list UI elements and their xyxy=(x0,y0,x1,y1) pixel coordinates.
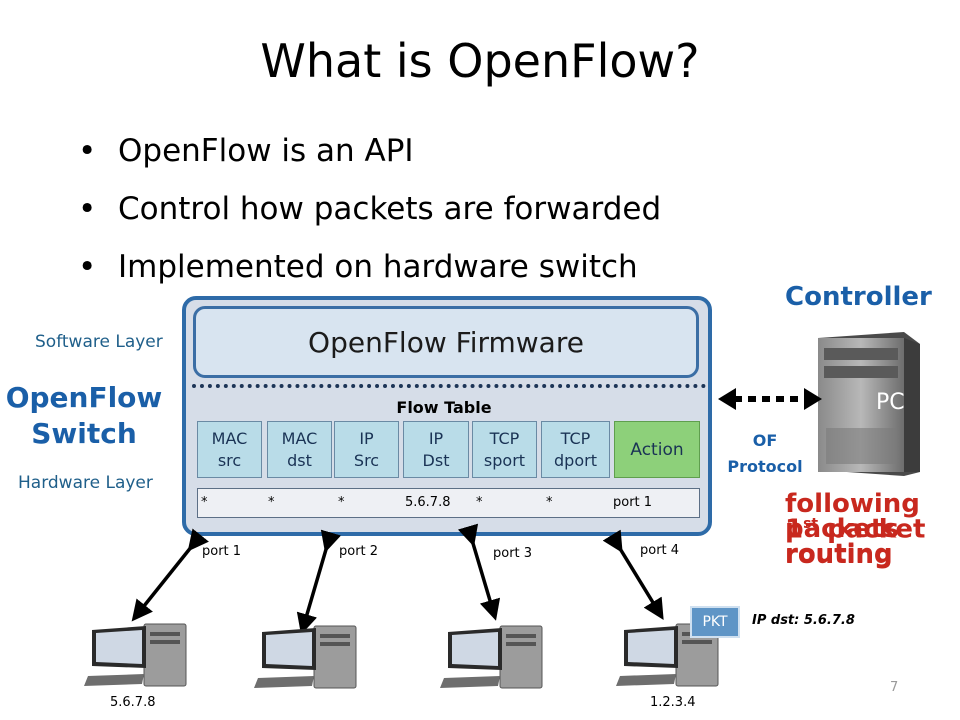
following-packets-text: following packets routing xyxy=(785,489,920,569)
openflow-switch-label: OpenFlow Switch xyxy=(0,380,168,452)
bullet-item: OpenFlow is an API xyxy=(78,122,661,180)
pc-label: PC xyxy=(876,390,905,415)
host-ip-right: 1.2.3.4 xyxy=(650,695,696,710)
rule-cell: 5.6.7.8 xyxy=(405,495,451,510)
of-protocol-arrow xyxy=(718,388,822,410)
of-protocol-line: OF xyxy=(752,431,778,450)
computer-icon xyxy=(84,623,187,687)
link-arrow-1 xyxy=(131,528,209,622)
bullet-list: OpenFlow is an API Control how packets a… xyxy=(78,122,661,296)
slide-title: What is OpenFlow? xyxy=(260,34,700,88)
of-protocol-label: OF Protocol xyxy=(718,428,812,480)
link-arrow-3 xyxy=(457,523,501,621)
host-ip-left: 5.6.7.8 xyxy=(110,695,156,710)
firmware-label: OpenFlow Firmware xyxy=(308,325,584,359)
rule-cell: * xyxy=(268,495,275,510)
field-ip-src: IP Src xyxy=(334,421,399,478)
following-line: packets xyxy=(785,514,899,544)
field-tcp-dport: TCP dport xyxy=(541,421,610,478)
computer-icon xyxy=(254,625,357,689)
switch-label-line: Switch xyxy=(31,417,137,450)
port-label: port 3 xyxy=(493,546,533,561)
first-packet-line: 1st packet xyxy=(785,512,925,543)
port-label: port 2 xyxy=(339,544,379,559)
rule-cell: port 1 xyxy=(613,495,653,510)
rule-cell: * xyxy=(476,495,483,510)
packet-ip-dst: IP dst: 5.6.7.8 xyxy=(752,613,855,628)
following-line: routing xyxy=(785,539,893,569)
first-packet-sup: st xyxy=(803,516,819,532)
bullet-item: Control how packets are forwarded xyxy=(78,180,661,238)
packet-label: PKT xyxy=(702,614,728,630)
flow-rule-row: * * * 5.6.7.8 * * port 1 xyxy=(197,488,700,518)
rule-cell: * xyxy=(201,495,208,510)
layer-divider xyxy=(192,384,706,388)
computer-icon xyxy=(440,625,543,689)
field-mac-src: MAC src xyxy=(197,421,262,478)
software-layer-label: Software Layer xyxy=(35,332,163,352)
port-label: port 1 xyxy=(202,544,242,559)
controller-label: Controller xyxy=(785,282,932,312)
server-icon xyxy=(818,332,920,476)
flow-table-title: Flow Table xyxy=(396,398,492,417)
bullet-item: Implemented on hardware switch xyxy=(78,238,661,296)
field-action: Action xyxy=(614,421,700,478)
following-line: following xyxy=(785,489,920,519)
packet-badge: PKT xyxy=(690,606,740,638)
first-packet-word: packet xyxy=(818,514,926,545)
link-arrow-4 xyxy=(602,529,664,620)
openflow-firmware-box: OpenFlow Firmware xyxy=(193,306,699,378)
of-protocol-line: Protocol xyxy=(727,457,803,476)
page-number: 7 xyxy=(890,680,899,695)
first-packet-text: 1st packet routing xyxy=(785,512,925,568)
first-packet-line: routing xyxy=(785,539,893,570)
first-packet-number: 1 xyxy=(785,514,804,545)
rule-cell: * xyxy=(338,495,345,510)
field-mac-dst: MAC dst xyxy=(267,421,332,478)
field-ip-dst: IP Dst xyxy=(403,421,469,478)
rule-cell: * xyxy=(546,495,553,510)
link-arrow-2 xyxy=(296,529,342,635)
field-tcp-sport: TCP sport xyxy=(472,421,537,478)
switch-label-line: OpenFlow xyxy=(5,381,163,414)
hardware-layer-label: Hardware Layer xyxy=(18,473,153,493)
